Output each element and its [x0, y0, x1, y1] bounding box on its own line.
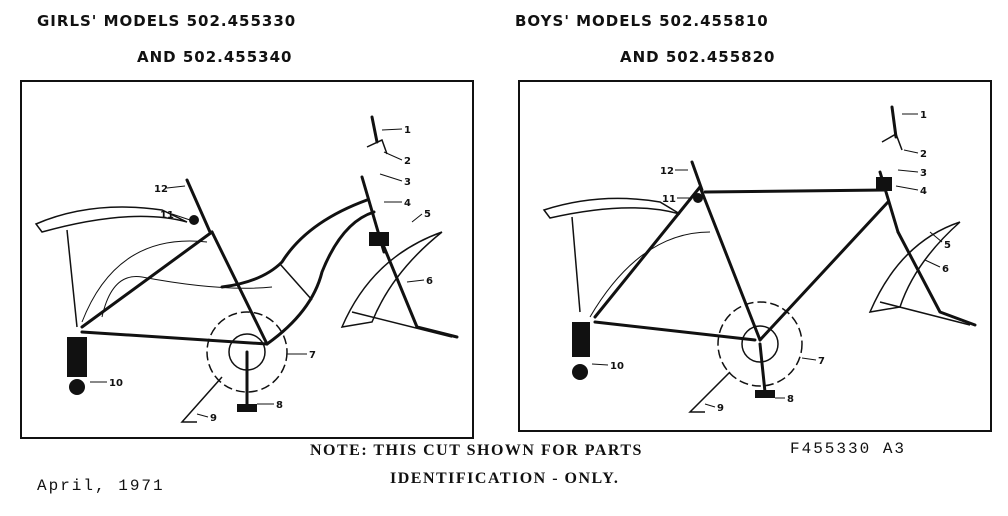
front-fender — [868, 221, 961, 313]
boys-models-subtitle: AND 502.455820 — [620, 48, 776, 66]
note-line-2: IDENTIFICATION - ONLY. — [390, 470, 620, 487]
rear-wheel — [81, 240, 208, 323]
date-label: April, 1971 — [37, 477, 165, 495]
top-tube — [703, 188, 887, 194]
seat-post — [185, 178, 212, 234]
callout-6: 6 — [942, 264, 949, 275]
chainring — [717, 301, 803, 387]
stem — [881, 132, 903, 151]
stem — [366, 138, 388, 155]
callout-2: 2 — [404, 156, 411, 167]
callout-1: 1 — [920, 110, 927, 121]
lower-top-tube — [220, 198, 369, 289]
figure-code: F455330 A3 — [790, 440, 907, 458]
down-tube — [758, 200, 890, 342]
rear-fender — [542, 197, 681, 219]
fender-stay — [879, 301, 971, 326]
callout-3: 3 — [920, 168, 927, 179]
seat-clamp — [693, 193, 703, 203]
chainring — [206, 311, 288, 393]
rear-fender — [34, 206, 188, 233]
seat-stay — [593, 185, 702, 319]
pedal — [237, 404, 257, 412]
handlebar — [370, 115, 379, 144]
callout-7: 7 — [818, 356, 825, 367]
boys-bike-panel: 1 2 3 4 5 6 7 8 9 10 11 12 — [518, 80, 992, 432]
callout-10: 10 — [109, 378, 123, 389]
girls-models-subtitle: AND 502.455340 — [137, 48, 293, 66]
callout-4: 4 — [920, 186, 927, 197]
girls-bike-drawing: 1 2 3 4 5 6 7 8 9 10 11 12 — [34, 115, 459, 424]
fender-brace — [66, 229, 78, 328]
callout-1: 1 — [404, 125, 411, 136]
derailleur-pulley — [69, 379, 85, 395]
crank-hub — [741, 325, 779, 363]
fender-brace — [571, 216, 581, 313]
callout-7: 7 — [309, 350, 316, 361]
callout-8: 8 — [787, 394, 794, 405]
callout-5: 5 — [424, 209, 431, 220]
headset — [369, 232, 389, 246]
callout-11: 11 — [662, 194, 676, 205]
seat-tube — [698, 185, 762, 342]
brake-cable — [101, 276, 273, 318]
callout-8: 8 — [276, 400, 283, 411]
callout-5: 5 — [944, 240, 951, 251]
down-tube — [265, 210, 376, 346]
callout-12: 12 — [154, 184, 168, 195]
rear-wheel — [589, 231, 711, 318]
callout-10: 10 — [610, 361, 624, 372]
pedal — [755, 390, 775, 398]
front-fender — [340, 231, 443, 328]
headset — [876, 177, 892, 191]
girls-models-title: GIRLS' MODELS 502.455330 — [37, 12, 297, 30]
callout-12: 12 — [660, 166, 674, 177]
frame-brace — [279, 263, 313, 301]
chain-stay — [593, 320, 757, 342]
callout-4: 4 — [404, 198, 411, 209]
boys-models-title: BOYS' MODELS 502.455810 — [515, 12, 769, 30]
seat-clamp — [189, 215, 199, 225]
front-fork — [382, 245, 459, 339]
rear-derailleur — [67, 337, 87, 377]
handlebar — [890, 105, 898, 139]
girls-bike-panel: 1 2 3 4 5 6 7 8 9 10 11 12 — [20, 80, 474, 439]
seat-stay — [80, 230, 214, 329]
seat-post — [690, 160, 704, 192]
callout-6: 6 — [426, 276, 433, 287]
chain-stay — [80, 330, 269, 346]
derailleur-pulley — [572, 364, 588, 380]
fender-stay — [351, 311, 453, 338]
rear-derailleur — [572, 322, 590, 357]
boys-bike-drawing: 1 2 3 4 5 6 7 8 9 10 11 12 — [542, 105, 977, 414]
callout-9: 9 — [210, 413, 217, 424]
crank-arm — [758, 342, 767, 394]
callout-3: 3 — [404, 177, 411, 188]
front-fork — [896, 230, 977, 327]
kickstand — [180, 376, 223, 423]
kickstand — [688, 371, 731, 413]
note-line-1: NOTE: THIS CUT SHOWN FOR PARTS — [310, 442, 643, 459]
callout-2: 2 — [920, 149, 927, 160]
callout-9: 9 — [717, 403, 724, 414]
callout-11: 11 — [160, 210, 174, 221]
